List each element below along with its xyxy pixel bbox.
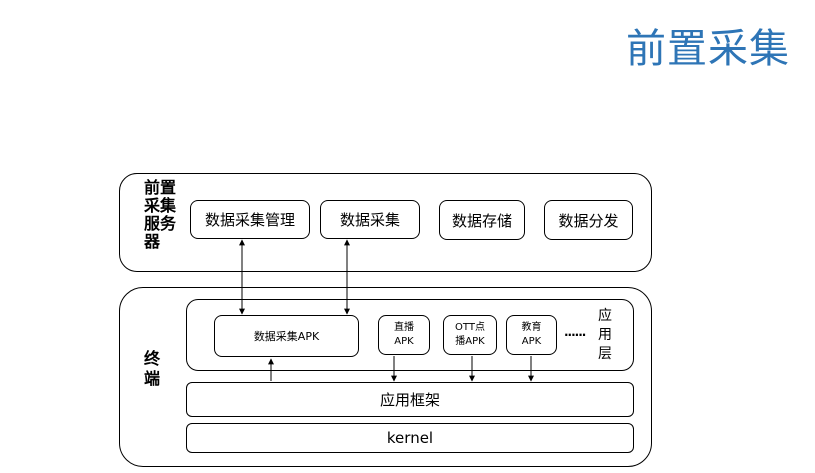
server-module-data-collection: 数据采集 (320, 200, 420, 239)
page-title: 前置采集 (626, 26, 790, 72)
kernel: kernel (186, 423, 634, 453)
app-layer-label: 应 用 层 (598, 308, 612, 362)
app-ellipsis: ...... (564, 325, 586, 339)
app-live-apk: 直播 APK (378, 315, 430, 355)
server-module-data-collection-management: 数据采集管理 (190, 200, 310, 239)
app-framework: 应用框架 (186, 382, 634, 417)
server-module-data-storage: 数据存储 (439, 200, 525, 240)
app-data-collection-apk: 数据采集APK (214, 315, 359, 357)
app-ott-vod-apk: OTT点 播APK (443, 315, 497, 355)
server-module-data-distribution: 数据分发 (544, 200, 633, 240)
terminal-label: 终 端 (144, 349, 161, 388)
app-education-apk: 教育 APK (506, 315, 557, 355)
server-label: 前置 采集 服务 器 (144, 178, 177, 251)
